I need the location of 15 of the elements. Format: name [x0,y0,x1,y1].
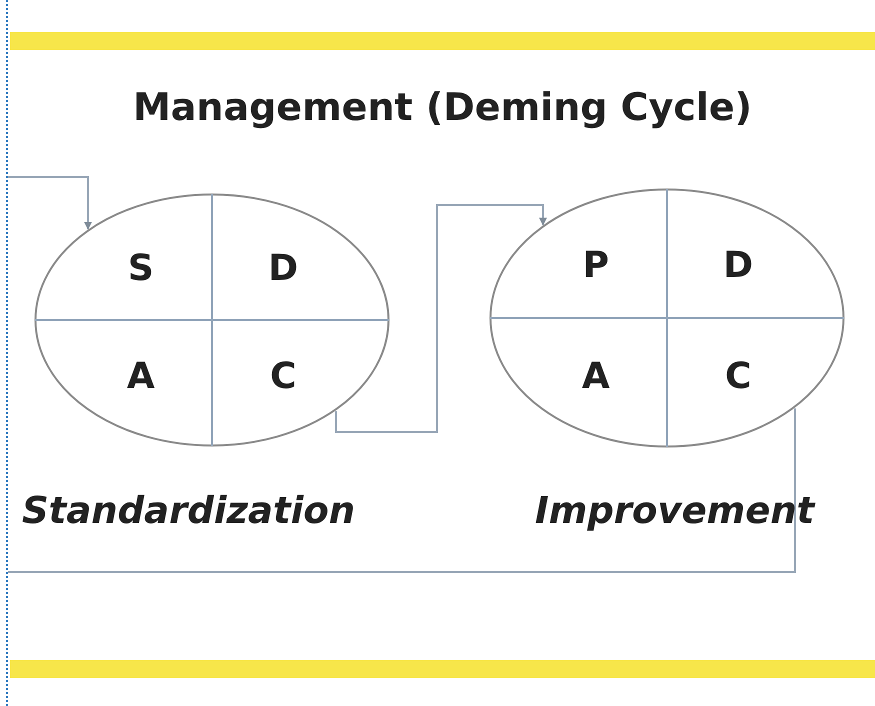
connector-arrow [8,176,92,230]
cycle-letter: P [582,248,609,284]
cycle-ellipse [34,193,390,447]
cycle-letter: A [582,358,610,394]
cycle-letter: C [724,358,752,394]
cycle-letter: S [128,251,154,288]
connector-arrow [335,204,547,433]
cycle-letter: A [126,359,155,396]
cycle-letter: D [723,248,754,284]
cycle-letter: C [270,359,296,396]
cycle-caption: Standardization [22,492,356,529]
cycle-caption: Improvement [535,492,814,529]
title: Management (Deming Cycle) [132,84,752,131]
cycle-ellipse [489,188,845,448]
cycle-letter: D [268,251,298,288]
